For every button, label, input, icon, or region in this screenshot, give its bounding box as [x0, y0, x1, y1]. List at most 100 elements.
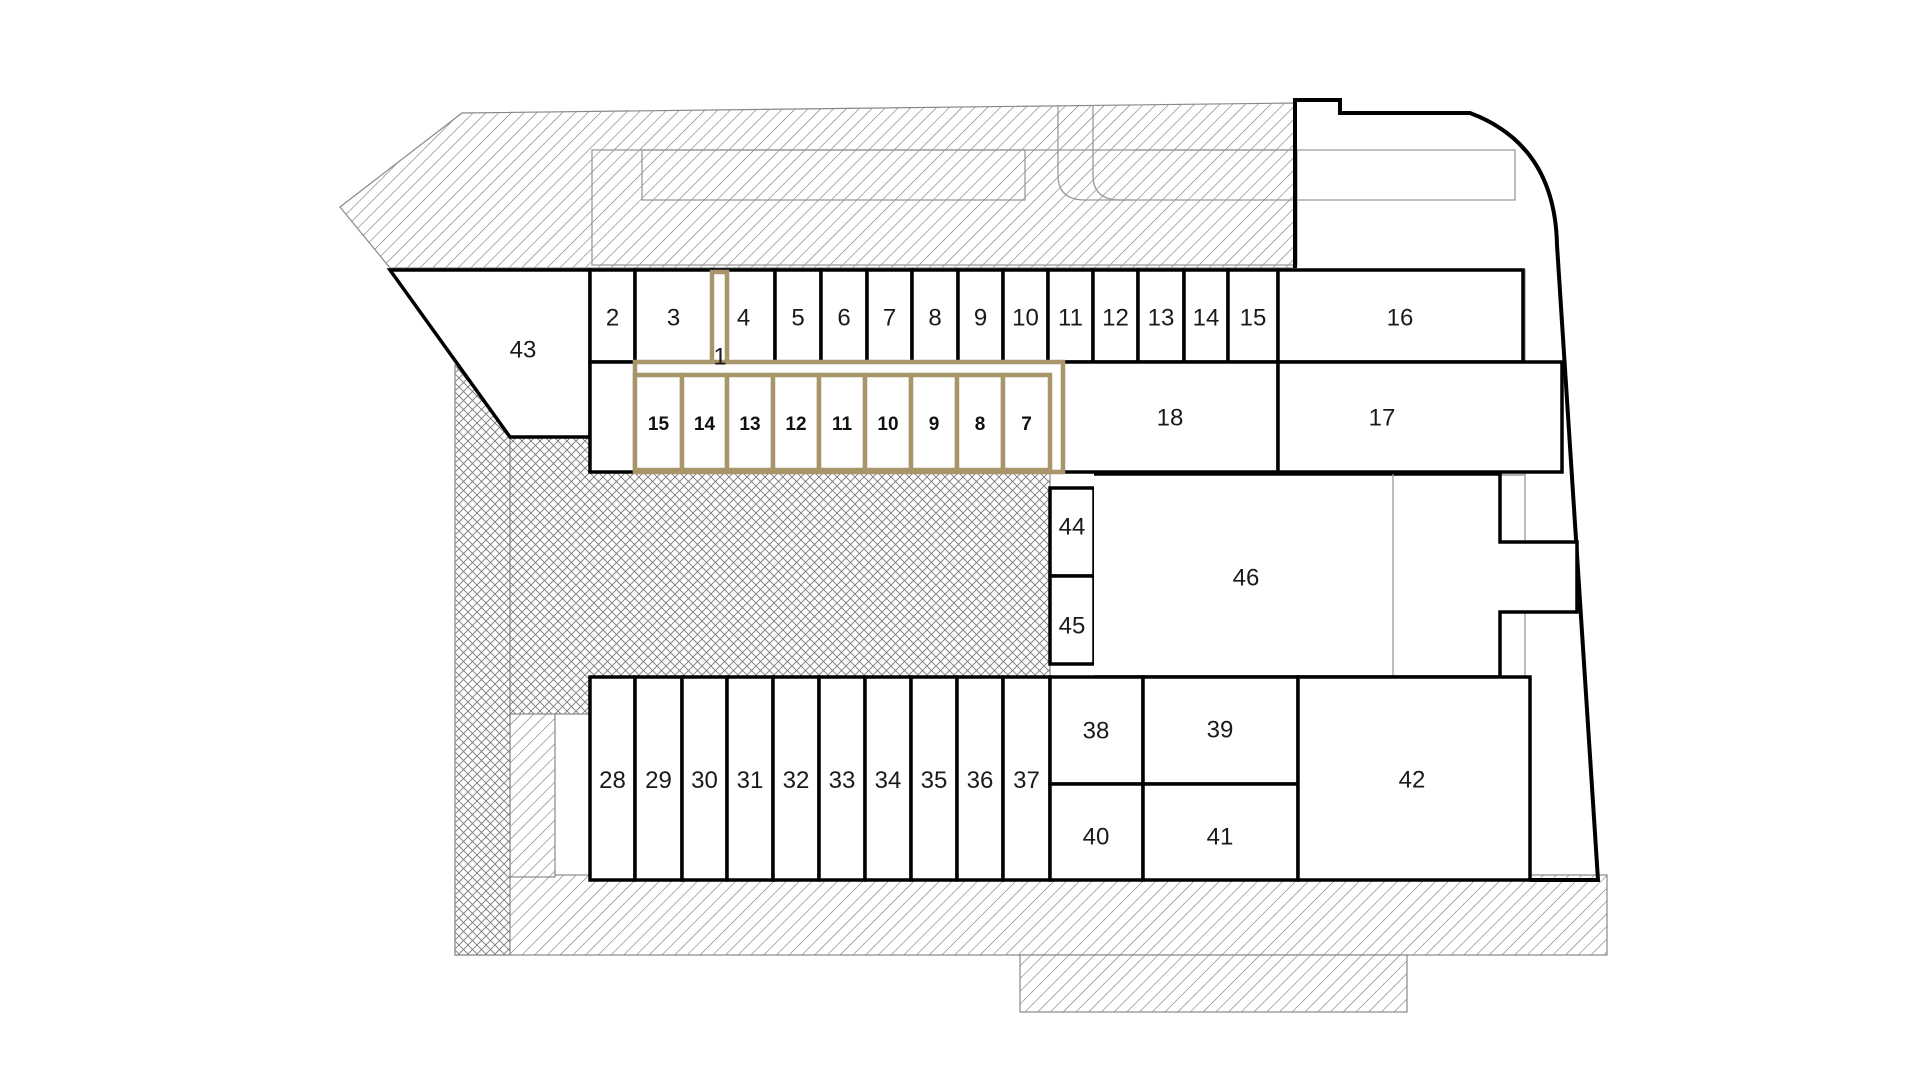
highlight-unit-13[interactable]: 13: [724, 372, 776, 473]
unit-39-label: 39: [1207, 717, 1234, 744]
bottom-row-unit-28[interactable]: 28: [588, 675, 637, 882]
top-row-unit-15[interactable]: 15: [1226, 268, 1280, 364]
top-row-unit-8-label: 8: [928, 305, 941, 332]
unit-41-label: 41: [1207, 824, 1234, 851]
bottom-annex-hatched: [1019, 954, 1408, 1013]
highlight-unit-14[interactable]: 14: [679, 372, 730, 473]
unit-46[interactable]: 46: [1094, 472, 1579, 679]
bottom-row-unit-32[interactable]: 32: [771, 675, 821, 882]
unit-42-label: 42: [1399, 767, 1426, 794]
bottom-row-unit-37[interactable]: 37: [1001, 675, 1052, 882]
top-row-unit-6[interactable]: 6: [819, 268, 869, 364]
bottom-row-unit-32-label: 32: [783, 767, 810, 794]
highlight-unit-11[interactable]: 11: [816, 372, 868, 473]
highlight-unit-10[interactable]: 10: [862, 372, 914, 473]
bottom-row-unit-30-label: 30: [691, 767, 718, 794]
top-row-unit-3-label: 3: [667, 305, 680, 332]
top-row-unit-11[interactable]: 11: [1046, 268, 1095, 364]
unit-18-label: 18: [1157, 405, 1184, 432]
bottom-row-unit-31-label: 31: [737, 767, 764, 794]
top-row-unit-9[interactable]: 9: [956, 268, 1005, 364]
bottom-row-unit-34-label: 34: [875, 767, 902, 794]
unit-17-label: 17: [1369, 405, 1396, 432]
top-row-unit-4-label: 4: [737, 305, 750, 332]
unit-17[interactable]: 17: [1276, 360, 1564, 474]
highlight-unit-12-label: 12: [785, 414, 806, 435]
top-row-unit-5[interactable]: 5: [773, 268, 823, 364]
top-row-units: 2 3 4 5 6 7 8 9 10 11 12 13 14 15: [588, 268, 1280, 364]
highlight-unit-14-label: 14: [694, 414, 716, 435]
top-row-unit-2[interactable]: 2: [588, 268, 637, 364]
top-row-unit-7-label: 7: [883, 305, 896, 332]
highlight-unit-12[interactable]: 12: [770, 372, 822, 473]
highlight-unit-13-label: 13: [739, 414, 760, 435]
bottom-row-unit-35[interactable]: 35: [909, 675, 959, 882]
unit-44[interactable]: 44: [1048, 486, 1096, 578]
unit-38-label: 38: [1083, 718, 1110, 745]
top-row-unit-11-label: 11: [1058, 305, 1083, 332]
bottom-row-unit-33-label: 33: [829, 767, 856, 794]
hatched-areas: [339, 102, 1608, 1013]
central-crosshatch-area: [509, 431, 1051, 715]
bottom-row-units: 28 29 30 31 32 33 34 35 36 37: [588, 675, 1052, 882]
inner-outline-top-slot-3: [1092, 105, 1516, 201]
top-row-unit-14-label: 14: [1193, 305, 1220, 332]
bottom-row-unit-36-label: 36: [967, 767, 994, 794]
top-row-unit-12[interactable]: 12: [1091, 268, 1140, 364]
unit-16-label: 16: [1387, 305, 1414, 332]
bottom-row-unit-29[interactable]: 29: [633, 675, 684, 882]
unit-40[interactable]: 40: [1048, 782, 1145, 882]
unit-46-label: 46: [1233, 565, 1260, 592]
top-row-unit-9-label: 9: [974, 305, 987, 332]
highlight-unit-8[interactable]: 8: [954, 372, 1006, 473]
highlight-row-units: 15 14 13 12 11 10 9 8 7: [632, 372, 1053, 473]
top-row-unit-14[interactable]: 14: [1182, 268, 1230, 364]
unit-43[interactable]: 43: [386, 268, 592, 439]
highlight-unit-9-label: 9: [929, 414, 940, 435]
top-row-unit-10[interactable]: 10: [1001, 268, 1050, 364]
highlight-unit-9[interactable]: 9: [908, 372, 960, 473]
unit-42[interactable]: 42: [1296, 675, 1532, 882]
top-row-unit-6-label: 6: [837, 305, 850, 332]
top-hatched-area: [339, 102, 1296, 269]
bottom-row-unit-28-label: 28: [599, 767, 626, 794]
bottom-row-unit-29-label: 29: [645, 767, 672, 794]
unit-18[interactable]: 18: [1061, 360, 1280, 474]
bottom-row-unit-34[interactable]: 34: [863, 675, 913, 882]
highlight-unit-10-label: 10: [877, 414, 898, 435]
unit-44-label: 44: [1059, 514, 1086, 541]
unit-38[interactable]: 38: [1048, 675, 1145, 786]
left-crosshatch-strip: [454, 363, 511, 956]
bottom-row-unit-36[interactable]: 36: [955, 675, 1005, 882]
top-row-unit-2-label: 2: [606, 305, 619, 332]
top-row-unit-15-label: 15: [1240, 305, 1267, 332]
highlight-unit-7[interactable]: 7: [1000, 372, 1053, 473]
top-row-unit-13[interactable]: 13: [1136, 268, 1186, 364]
highlight-unit-15-label: 15: [648, 414, 670, 435]
bottom-row-unit-37-label: 37: [1013, 767, 1040, 794]
unit-16[interactable]: 16: [1276, 268, 1525, 364]
highlight-connector: [709, 269, 730, 362]
unit-45[interactable]: 45: [1048, 574, 1096, 666]
bottom-row-unit-33[interactable]: 33: [817, 675, 867, 882]
unit-39[interactable]: 39: [1141, 675, 1300, 786]
inner-outline-top-slot-2: [1057, 105, 1133, 201]
highlight-unit-15[interactable]: 15: [632, 372, 685, 473]
bottom-row-unit-30[interactable]: 30: [680, 675, 729, 882]
highlight-unit-7-label: 7: [1021, 414, 1032, 435]
top-row-unit-5-label: 5: [791, 305, 804, 332]
highlight-row-left-cap: [588, 360, 637, 474]
highlight-unit-8-label: 8: [975, 414, 986, 435]
unit-41[interactable]: 41: [1141, 782, 1300, 882]
inner-outline-top-slot-1: [641, 149, 1026, 201]
top-row-unit-3[interactable]: 3: [633, 268, 714, 364]
unit-45-label: 45: [1059, 613, 1086, 640]
unit-43-label: 43: [510, 337, 537, 364]
top-row-unit-7[interactable]: 7: [865, 268, 914, 364]
top-row-unit-13-label: 13: [1148, 305, 1175, 332]
unit-40-label: 40: [1083, 824, 1110, 851]
top-row-unit-8[interactable]: 8: [910, 268, 960, 364]
bottom-row-unit-31[interactable]: 31: [725, 675, 775, 882]
